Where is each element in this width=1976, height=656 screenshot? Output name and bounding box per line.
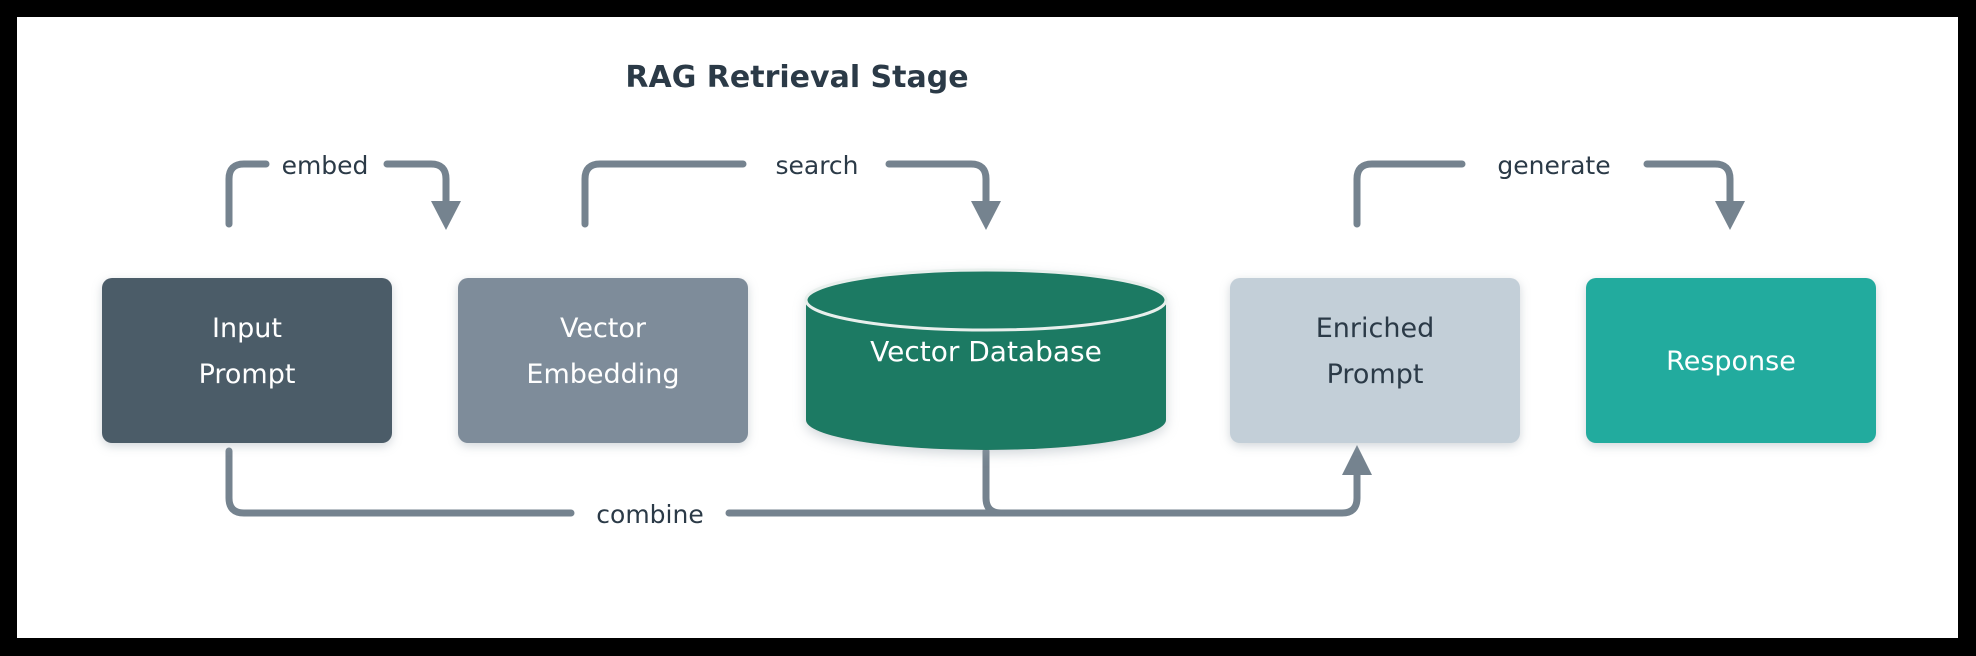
edge-combine-left-segment	[225, 447, 575, 517]
node-input-prompt-shape[interactable]	[102, 278, 392, 443]
node-vector-database-label: Vector Database	[870, 335, 1102, 368]
rag-retrieval-diagram: RAG Retrieval Stage embed search gen	[102, 60, 1876, 529]
edge-search-right-segment	[885, 160, 990, 211]
diagram-canvas: RAG Retrieval Stage embed search gen	[17, 17, 1958, 638]
edge-search: search	[581, 151, 1001, 230]
node-vector-database-top[interactable]	[806, 270, 1166, 330]
edge-combine-right-segment	[1061, 465, 1361, 517]
edge-generate-right-segment	[1643, 160, 1734, 211]
edge-combine: combine	[225, 445, 1372, 529]
edge-label-embed: embed	[282, 151, 369, 180]
edge-combine-arrowhead	[1342, 445, 1372, 475]
node-response[interactable]: Response	[1586, 278, 1876, 443]
node-enriched-prompt-label-line2: Prompt	[1327, 359, 1424, 390]
node-vector-embedding[interactable]: Vector Embedding	[458, 278, 748, 443]
node-response-label: Response	[1666, 346, 1796, 377]
node-input-prompt-label-line2: Prompt	[199, 359, 296, 390]
node-response-shape[interactable]	[1586, 278, 1876, 443]
edge-embed-right-segment	[383, 160, 450, 211]
edge-embed: embed	[225, 151, 461, 230]
edge-combine-database-drop	[982, 447, 1005, 517]
node-vector-embedding-shape[interactable]	[458, 278, 748, 443]
page-title: RAG Retrieval Stage	[625, 60, 968, 95]
edge-generate-left-segment	[1353, 160, 1466, 228]
edge-search-left-segment	[581, 160, 747, 228]
edge-search-arrowhead	[971, 201, 1001, 230]
node-enriched-prompt[interactable]: Enriched Prompt	[1230, 278, 1520, 443]
node-vector-database-body[interactable]	[806, 300, 1166, 450]
edge-embed-left-segment	[225, 160, 270, 228]
node-vector-database[interactable]: Vector Database	[804, 268, 1168, 450]
node-vector-database-top-rim	[804, 268, 1168, 332]
node-input-prompt[interactable]: Input Prompt	[102, 278, 392, 443]
node-enriched-prompt-label-line1: Enriched	[1316, 313, 1434, 344]
edge-generate: generate	[1353, 151, 1745, 230]
edge-label-combine: combine	[596, 500, 703, 529]
edge-label-search: search	[775, 151, 858, 180]
node-input-prompt-label-line1: Input	[212, 313, 282, 344]
node-vector-embedding-label-line1: Vector	[560, 313, 647, 344]
edge-label-generate: generate	[1497, 151, 1610, 180]
edge-embed-arrowhead	[431, 201, 461, 230]
edge-generate-arrowhead	[1715, 201, 1745, 230]
node-vector-embedding-label-line2: Embedding	[526, 359, 679, 390]
node-enriched-prompt-shape[interactable]	[1230, 278, 1520, 443]
